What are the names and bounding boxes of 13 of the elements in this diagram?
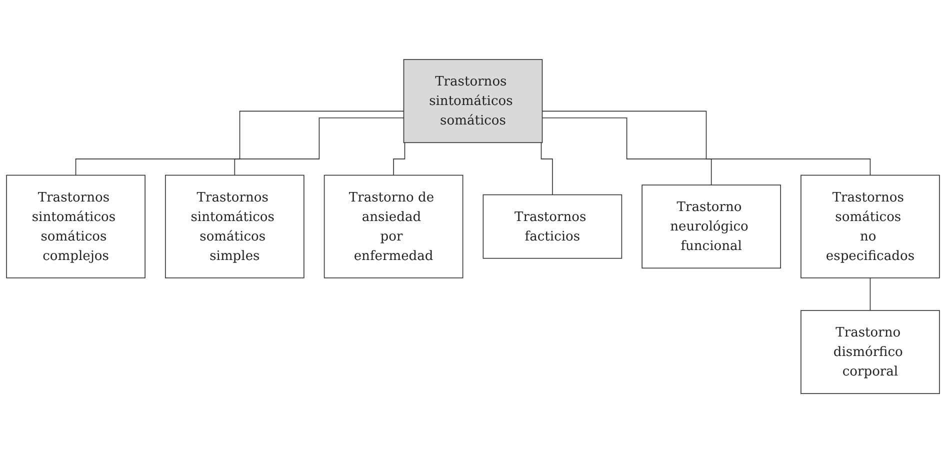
node-box: Trastorno neurológico funcional: [642, 184, 781, 268]
connector: [870, 277, 871, 311]
connector: [542, 117, 712, 186]
node-box: Trastorno de ansiedad por enfermedad: [324, 174, 464, 278]
node-box: Trastornos sintomáticos somáticos simples: [165, 174, 304, 278]
connector: [542, 110, 871, 176]
node-box: Trastorno dismórfico corporal: [800, 310, 940, 394]
connector: [234, 117, 404, 176]
node-box: Trastornos sintomáticos somáticos: [403, 59, 543, 143]
node-box: Trastornos somáticos no especificados: [800, 174, 940, 278]
node-box: Trastornos sintomáticos somáticos complejos: [6, 174, 146, 278]
connector: [75, 110, 404, 176]
node-box: Trastornos facticios: [482, 194, 622, 259]
